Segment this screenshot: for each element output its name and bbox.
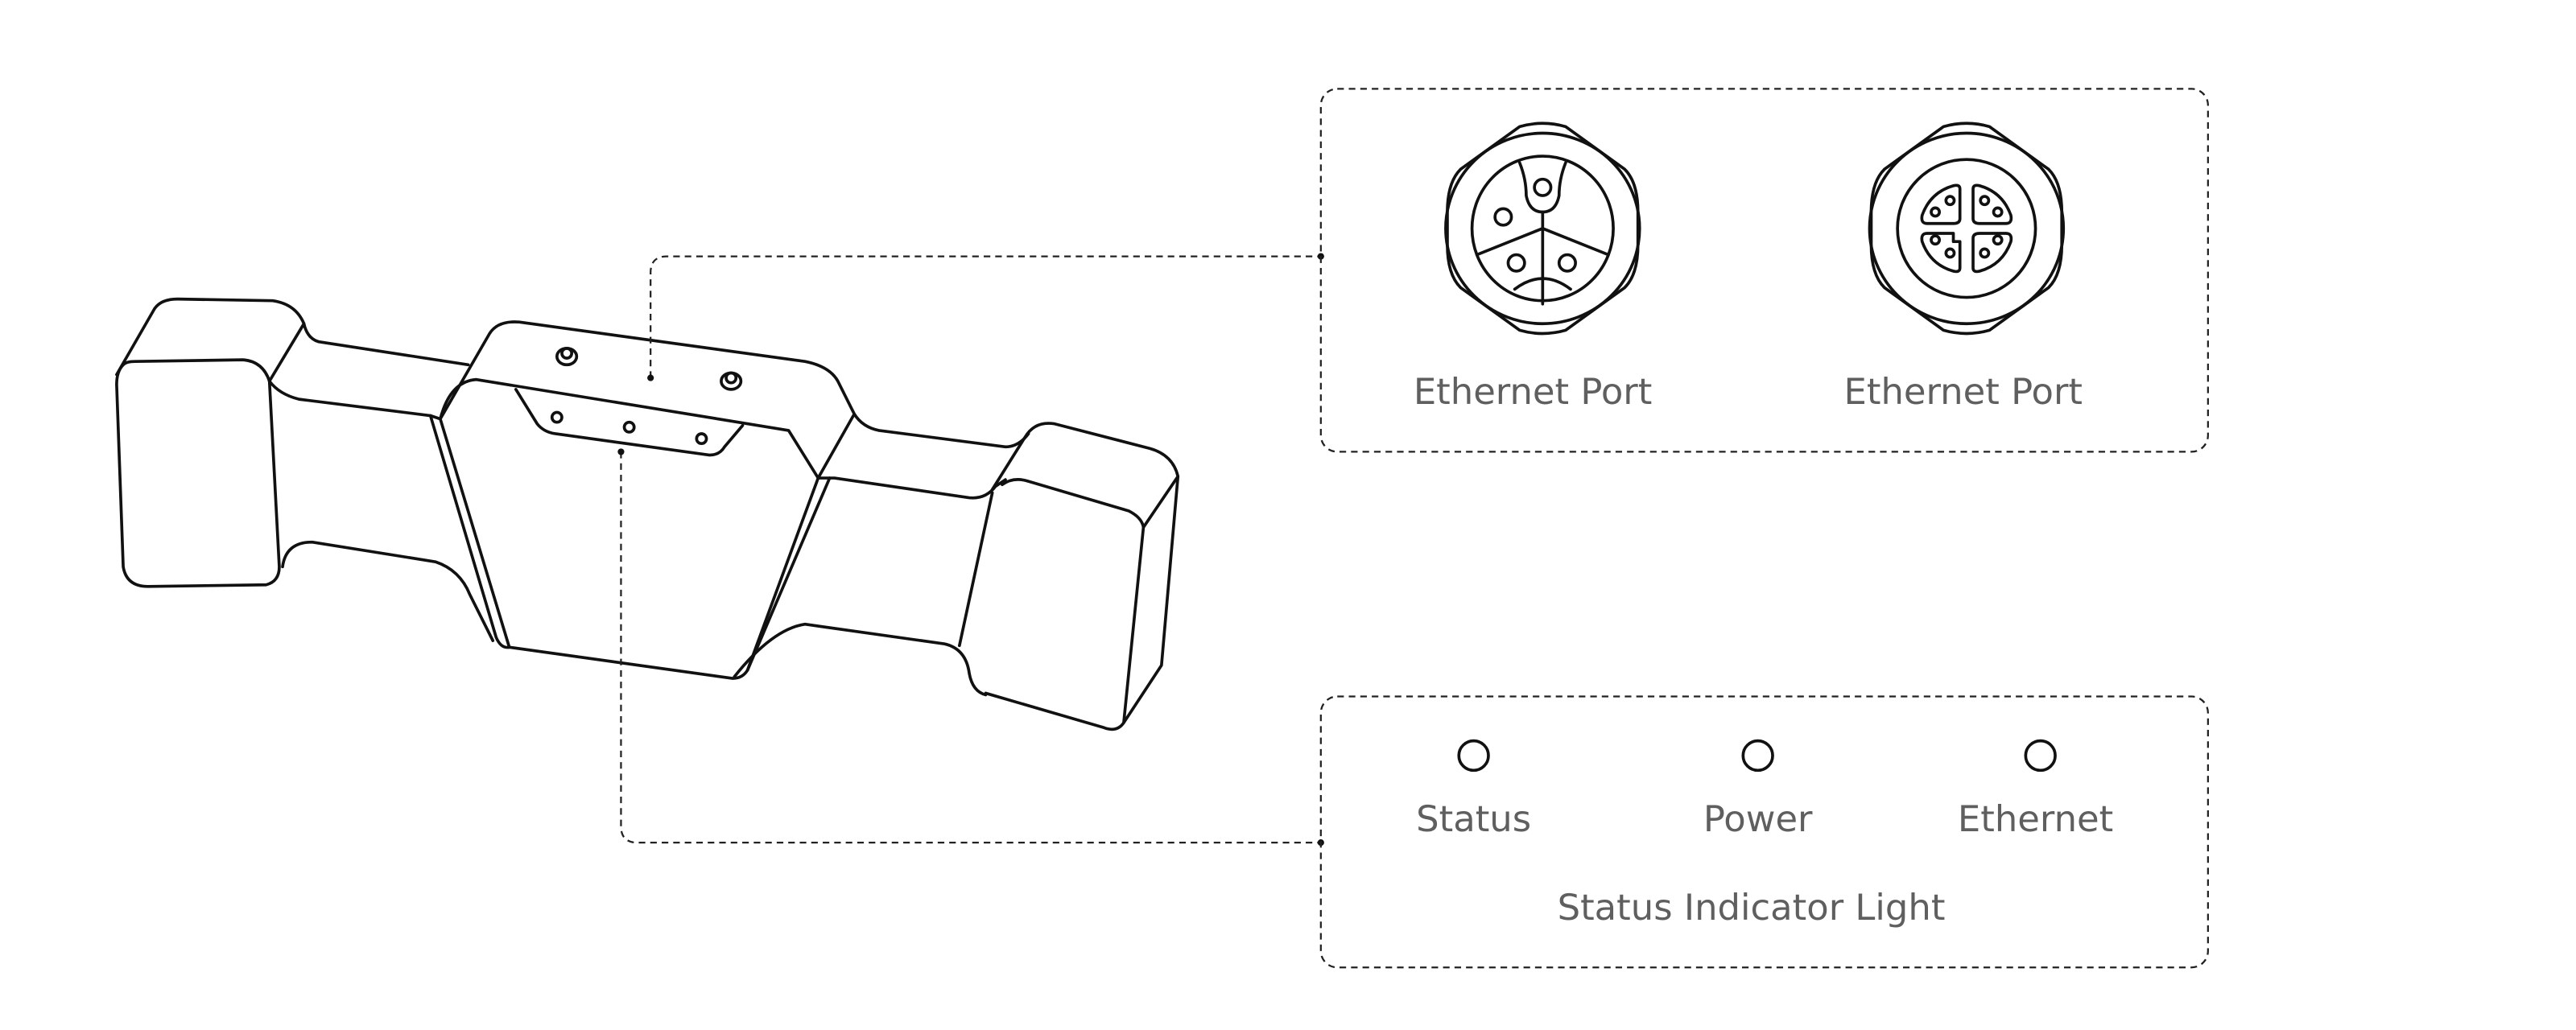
indicator-panel-title: Status Indicator Light [1558, 886, 1946, 929]
power-light-icon [1741, 739, 1774, 772]
leader-line-ports [647, 253, 1324, 381]
power-light-label: Power [1703, 797, 1813, 840]
device-illustration [115, 297, 1180, 731]
led-hole-icon [695, 432, 708, 446]
ethernet-port-1-icon [1444, 122, 1641, 336]
leader-line-indicators [617, 448, 1324, 847]
led-hole-icon [622, 420, 636, 434]
ethernet-light-label: Ethernet [1958, 797, 2113, 840]
port-1-label: Ethernet Port [1414, 370, 1653, 413]
ethernet-port-2-icon [1868, 122, 2066, 336]
led-hole-icon [550, 410, 564, 424]
screw-icon [720, 371, 743, 391]
port-2-label: Ethernet Port [1844, 370, 2083, 413]
screw-icon [555, 347, 579, 367]
ethernet-light-icon [2024, 739, 2057, 772]
status-light-icon [1457, 739, 1490, 772]
indicator-panel: Status Power Ethernet Status Indicator L… [1319, 695, 2209, 969]
ports-panel: Ethernet Port Ethernet Port [1319, 88, 2209, 453]
status-light-label: Status [1416, 797, 1531, 840]
